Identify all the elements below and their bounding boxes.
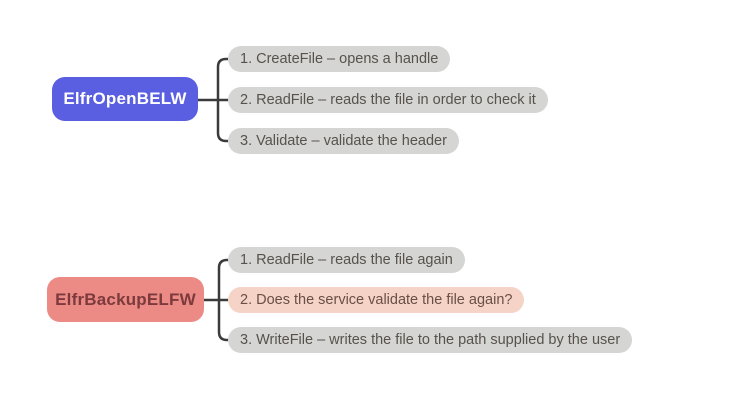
node-elfropenbelw: ElfrOpenBELW <box>52 77 198 121</box>
branch-createfile: 1. CreateFile – opens a handle <box>228 46 451 72</box>
branch-readfile-check: 2. ReadFile – reads the file in order to… <box>228 87 548 113</box>
branch-writefile-path: 3. WriteFile – writes the file to the pa… <box>228 327 633 353</box>
branch-readfile-again: 1. ReadFile – reads the file again <box>228 247 465 273</box>
node-elfrbackupelfw: ElfrBackupELFW <box>47 277 204 322</box>
branch-validate-question: 2. Does the service validate the file ag… <box>228 287 525 313</box>
branch-validate-header: 3. Validate – validate the header <box>228 128 459 154</box>
